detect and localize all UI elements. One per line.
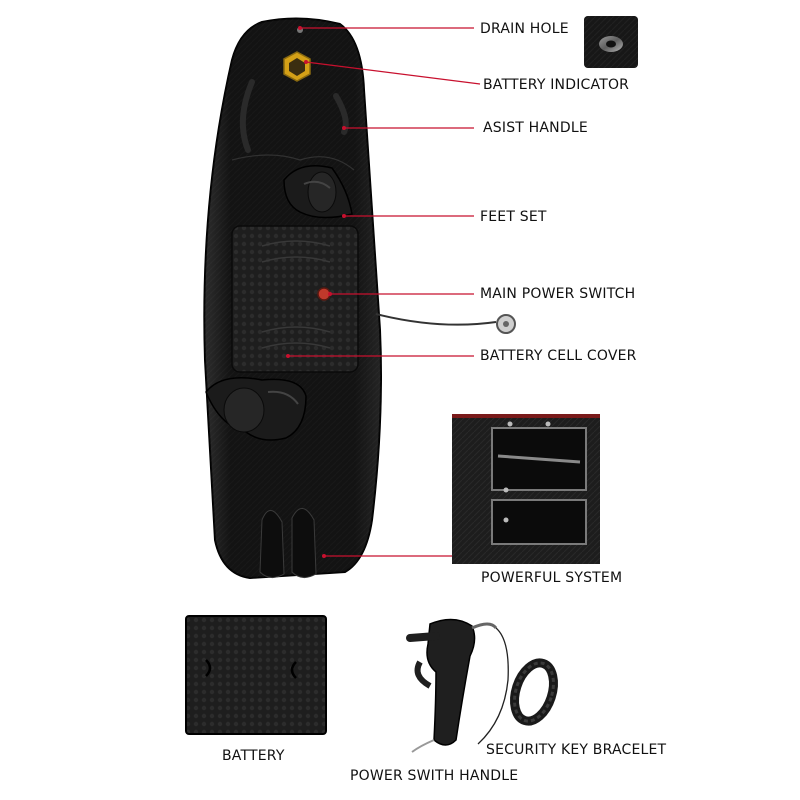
rear-foot-binding (205, 377, 307, 441)
powerful-system-inset (452, 414, 600, 564)
battery-indicator-icon (283, 51, 311, 82)
lanyard-cord (375, 313, 497, 326)
front-foot-binding (283, 165, 353, 219)
label-battery-indicator: BATTERY INDICATOR (483, 77, 630, 93)
security-key-bracelet-photo (510, 658, 558, 726)
label-drain-hole: DRAIN HOLE (480, 21, 569, 37)
label-powerful-system: POWERFUL SYSTEM (481, 570, 623, 586)
label-battery: BATTERY (222, 748, 285, 764)
jet-fins (259, 508, 317, 578)
assist-handle-left (239, 79, 255, 153)
battery-photo (185, 615, 327, 735)
battery-indicator-leader (305, 61, 481, 85)
battery-cell-cover (231, 225, 359, 373)
label-power-switch-handle: POWER SWITH HANDLE (350, 768, 519, 784)
leader-lines (288, 27, 481, 557)
label-security-key-bracelet: SECURITY KEY BRACELET (486, 742, 667, 758)
label-battery-cell-cover: BATTERY CELL COVER (480, 348, 637, 364)
label-feet-set: FEET SET (480, 209, 547, 225)
assist-handle-right (333, 93, 349, 135)
drain-hole-inset (584, 16, 638, 68)
label-main-power-switch: MAIN POWER SWITCH (480, 286, 636, 302)
power-switch-handle-photo (406, 618, 509, 753)
label-assist-handle: ASIST HANDLE (483, 120, 588, 136)
